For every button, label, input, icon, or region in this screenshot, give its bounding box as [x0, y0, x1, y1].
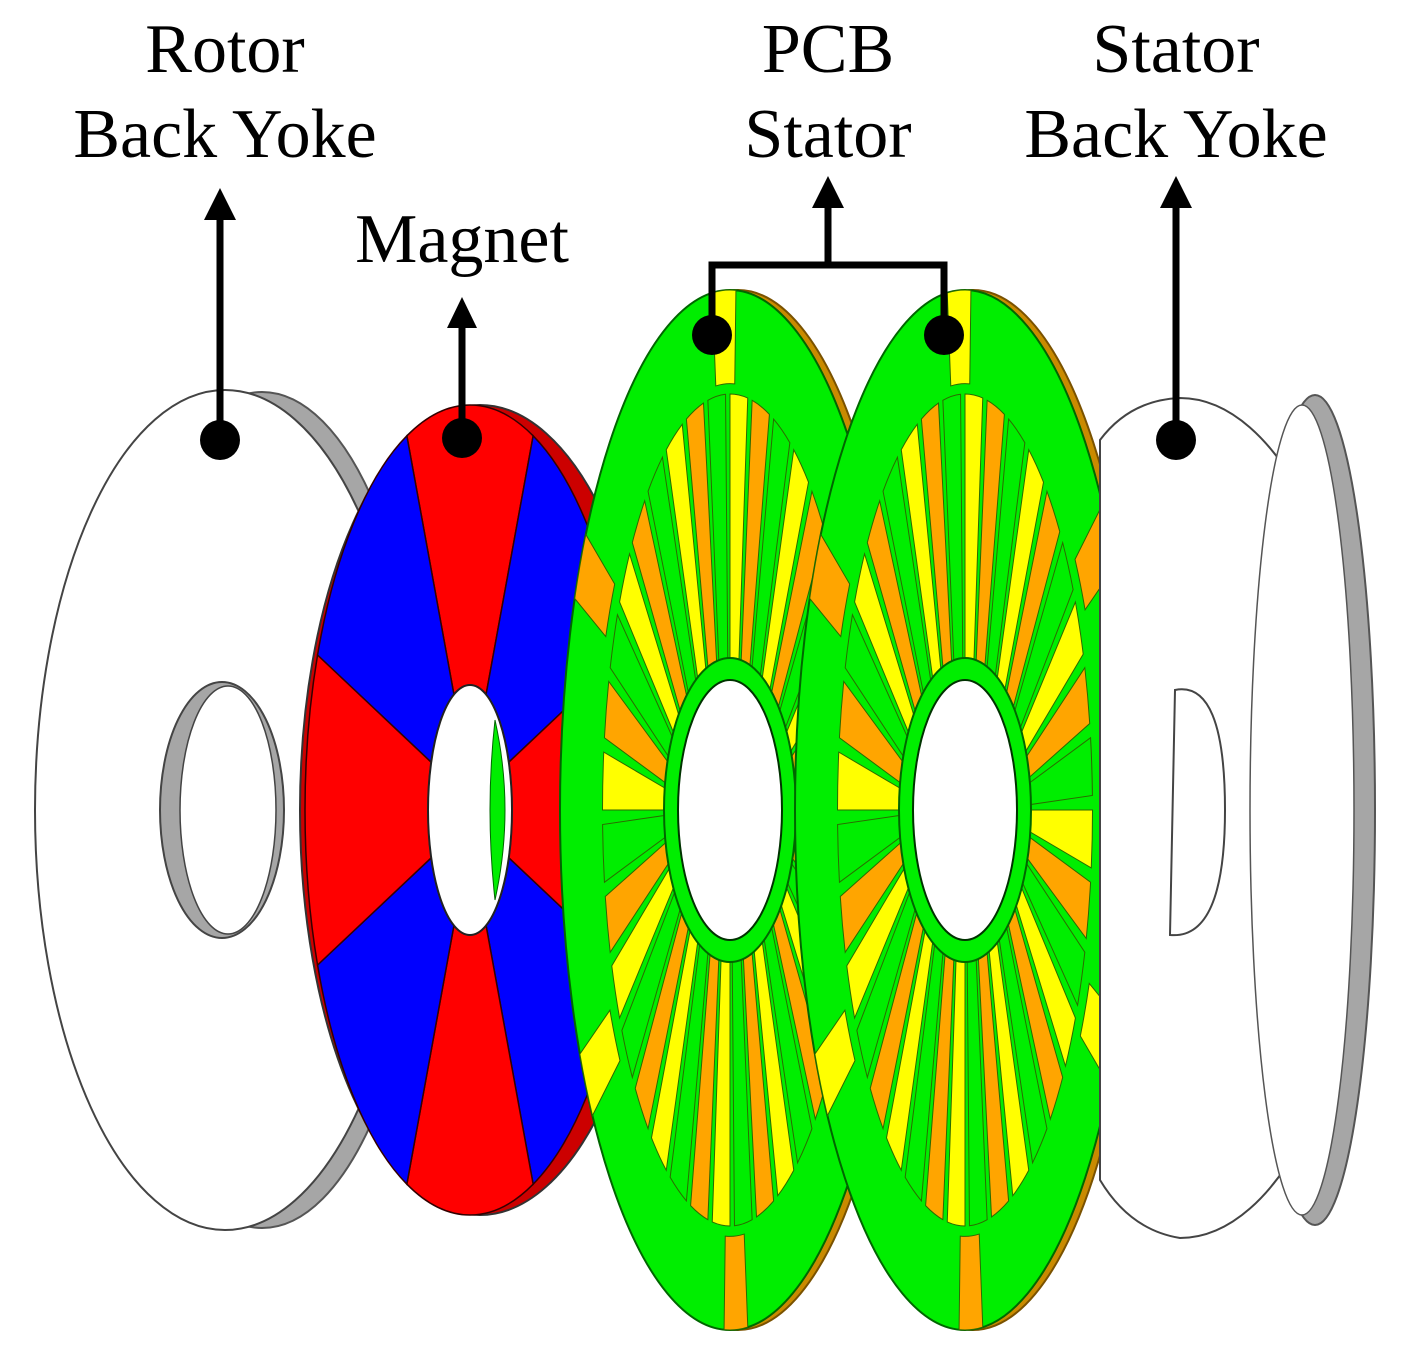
pcb-outer-tab: [723, 1233, 749, 1331]
pcb-outer-tab: [809, 533, 851, 638]
pcb-outer-tab: [814, 1008, 856, 1118]
label-magnet: Magnet: [355, 201, 569, 278]
label-rotor-back-yoke: Rotor Back Yoke: [73, 11, 376, 173]
label-rotor-line-2: Back Yoke: [73, 96, 376, 173]
magnet-hole-green-edge: [489, 719, 506, 901]
pcb-center-hole: [677, 679, 783, 941]
pcb-outer-tab: [574, 533, 616, 638]
stator-arrow-head: [1160, 176, 1192, 208]
label-stator-line-1: Stator: [1092, 11, 1259, 88]
label-pcb-stator: PCB Stator: [744, 11, 911, 173]
magnet-dot: [442, 418, 482, 458]
label-stator-line-2: Back Yoke: [1024, 96, 1327, 173]
rotor-dot: [200, 420, 240, 460]
leader-dots: [200, 315, 1196, 460]
pcb-arrow-head: [812, 176, 844, 208]
arrow-heads: [204, 176, 1192, 328]
pcb-dot-2: [924, 315, 964, 355]
pcb-outer-tab: [579, 1008, 621, 1118]
magnet-hole: [427, 684, 513, 936]
label-rotor-line-1: Rotor: [145, 11, 304, 88]
label-pcb-line-2: Stator: [744, 96, 911, 173]
stator-dot: [1156, 420, 1196, 460]
pcb-stator-2: [794, 289, 1144, 1331]
pcb-dot-1: [692, 315, 732, 355]
pcb-center-hole: [912, 679, 1018, 941]
stator-back-yoke: [1099, 394, 1376, 1240]
rotor-arrow-head: [204, 188, 236, 220]
label-pcb-line-1: PCB: [762, 11, 894, 88]
magnet-arrow-head: [447, 297, 477, 328]
stator-yoke-hole: [1168, 688, 1227, 937]
stator-yoke-rim-inner: [1249, 404, 1355, 1216]
pcb-outer-tab: [958, 1233, 984, 1331]
rotor-yoke-hole: [179, 685, 277, 935]
label-stator-back-yoke: Stator Back Yoke: [1024, 11, 1327, 173]
